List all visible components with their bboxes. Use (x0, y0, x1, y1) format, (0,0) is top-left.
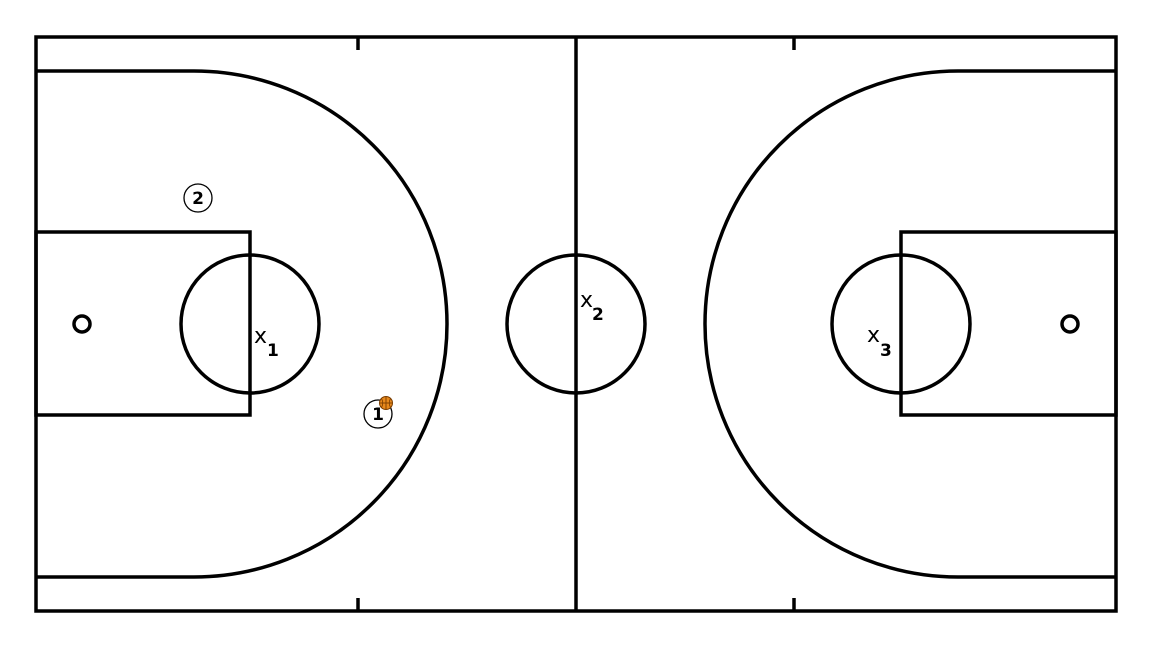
defender-x2-sub: 2 (592, 305, 604, 325)
right-three-point-line (703, 69, 1116, 579)
offense-player-2: 2 (183, 183, 213, 213)
offense-player-1: 1 (363, 396, 393, 429)
left-key (34, 230, 252, 417)
player-2-label: 2 (192, 189, 204, 209)
player-2-circle (183, 183, 213, 213)
defender-x3-sub: 3 (880, 341, 892, 361)
player-1-label: 1 (372, 405, 384, 425)
basketball-icon (379, 396, 393, 410)
left-free-throw-circle (179, 253, 321, 395)
right-key (899, 230, 1118, 417)
right-rim (1060, 314, 1080, 334)
center-circle (505, 253, 647, 395)
left-rim (72, 314, 92, 334)
defender-x3-mark: x (867, 323, 880, 348)
defender-x2-mark: x (580, 288, 593, 313)
defender-x1: x 1 (254, 324, 279, 361)
left-three-point-line (36, 69, 449, 579)
defender-x1-mark: x (254, 324, 267, 349)
defender-x3: x 3 (867, 323, 892, 361)
defender-x1-sub: 1 (267, 341, 279, 361)
defender-x2: x 2 (580, 288, 604, 325)
right-free-throw-circle (830, 253, 972, 395)
